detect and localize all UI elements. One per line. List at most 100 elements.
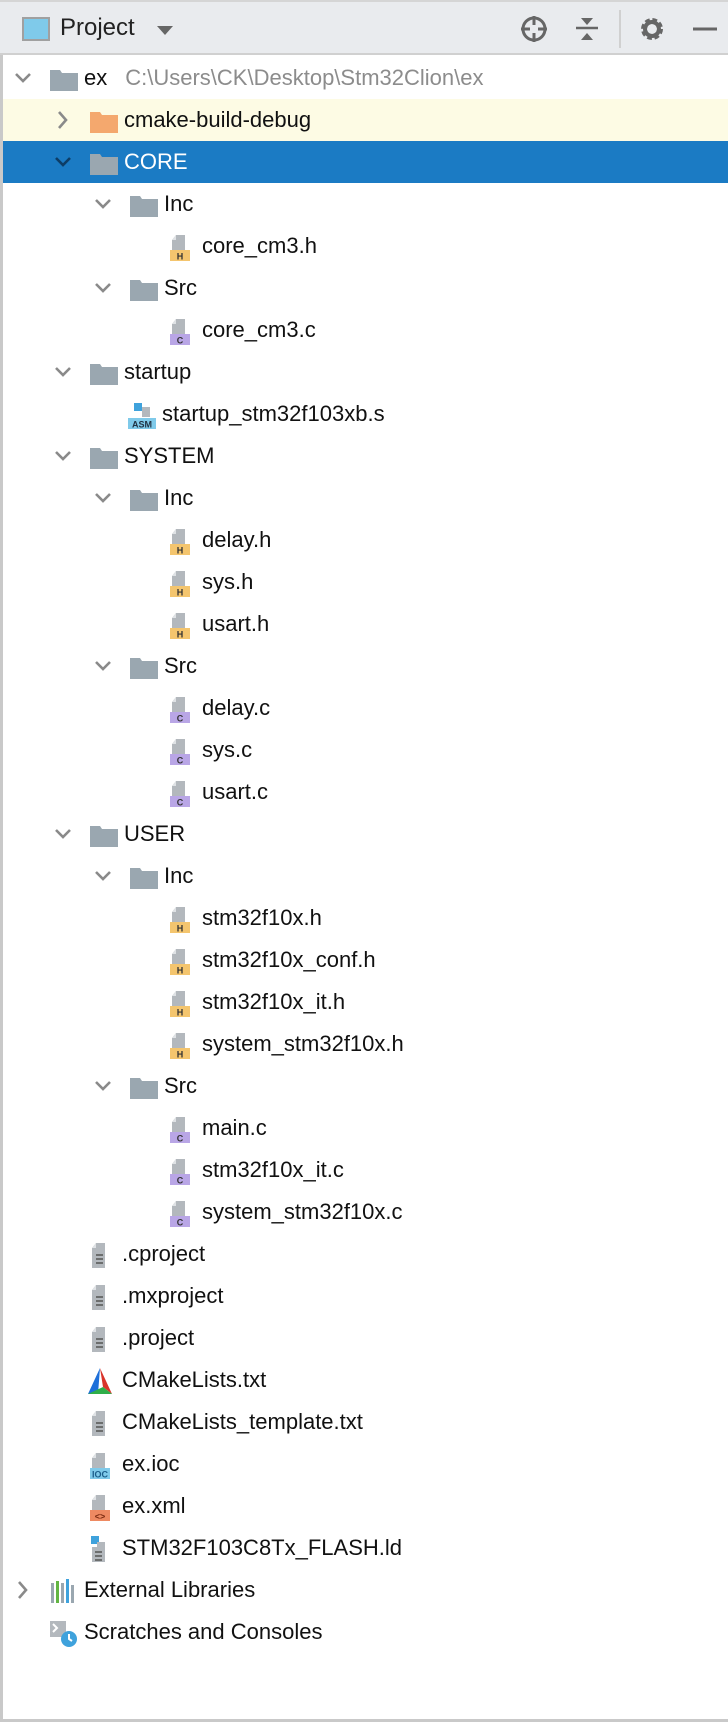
tree-item-label: Src: [164, 1073, 197, 1098]
gear-icon[interactable]: [637, 14, 667, 44]
tree-item[interactable]: startup: [3, 351, 728, 393]
header-file-icon: H: [170, 991, 190, 1018]
folder-icon: [130, 196, 158, 217]
c-file-icon: C: [170, 1201, 190, 1227]
folder-icon: [130, 490, 158, 511]
chevron-down-icon[interactable]: [93, 487, 113, 509]
toolbar-separator: [619, 10, 621, 48]
tree-item-label: core_cm3.h: [202, 233, 317, 258]
chevron-down-icon[interactable]: [13, 67, 33, 89]
tree-item-label: Inc: [164, 863, 194, 888]
tree-item[interactable]: SYSTEM: [3, 435, 728, 477]
tree-item[interactable]: STM32F103C8Tx_FLASH.ld: [3, 1527, 728, 1569]
header-file-icon: H: [170, 613, 190, 639]
chevron-down-icon[interactable]: [53, 361, 73, 383]
tree-item-label: .cproject: [122, 1241, 206, 1266]
c-file-icon: C: [170, 1117, 190, 1143]
tree-item-label: core_cm3.c: [202, 317, 316, 342]
svg-text:H: H: [177, 546, 184, 556]
c-file-icon: C: [170, 319, 190, 345]
tree-item-label: stm32f10x_it.c: [202, 1157, 344, 1182]
chevron-down-icon[interactable]: [93, 277, 113, 299]
tree-item[interactable]: CORE: [3, 141, 728, 183]
tree-item[interactable]: Inc: [3, 855, 728, 897]
tree-item[interactable]: .mxproject: [3, 1275, 728, 1317]
svg-text:H: H: [177, 1008, 184, 1018]
header-file-icon: H: [170, 529, 190, 556]
text-file-icon: [92, 1285, 105, 1310]
external-libraries-icon: [51, 1579, 74, 1603]
ld-file-icon: [91, 1536, 105, 1562]
tree-item-label: sys.h: [202, 569, 254, 594]
tree-item[interactable]: USER: [3, 813, 728, 855]
c-file-icon: C: [170, 739, 190, 766]
tree-item[interactable]: .cproject: [3, 1233, 728, 1275]
tree-item-label: stm32f10x_conf.h: [202, 947, 376, 972]
minimize-icon[interactable]: [690, 14, 720, 44]
svg-text:C: C: [177, 798, 184, 808]
tree-item-label: Scratches and Consoles: [84, 1619, 323, 1644]
chevron-down-icon[interactable]: [53, 823, 73, 845]
folder-icon: [90, 448, 118, 469]
tree-item[interactable]: Inc: [3, 477, 728, 519]
tree-item[interactable]: CMakeLists_template.txt: [3, 1401, 728, 1443]
dropdown-icon[interactable]: [157, 26, 173, 35]
panel-title[interactable]: Project: [60, 14, 135, 41]
tree-item[interactable]: Src: [3, 267, 728, 309]
project-view-icon: [22, 17, 50, 41]
project-path: C:\Users\CK\Desktop\Stm32Clion\ex: [125, 65, 484, 90]
tree-item[interactable]: CMakeLists.txt: [3, 1359, 728, 1401]
tree-item-label: .project: [122, 1325, 195, 1350]
tree-item-label: ex: [84, 65, 108, 90]
tree-item[interactable]: Src: [3, 645, 728, 687]
collapse-all-icon[interactable]: [572, 14, 602, 44]
tree-item[interactable]: Inc: [3, 183, 728, 225]
tree-item[interactable]: .project: [3, 1317, 728, 1359]
cmake-icon: [88, 1368, 112, 1394]
locate-icon[interactable]: [519, 14, 549, 44]
chevron-down-icon[interactable]: [93, 1075, 113, 1097]
tree-item[interactable]: Scratches and Consoles: [3, 1611, 728, 1653]
tree-item[interactable]: Src: [3, 1065, 728, 1107]
c-file-icon: C: [170, 697, 190, 723]
header-file-icon: H: [170, 1033, 190, 1059]
chevron-down-icon[interactable]: [93, 655, 113, 677]
tree-item[interactable]: <>ex.xml: [3, 1485, 728, 1527]
text-file-icon: [92, 1327, 105, 1352]
tree-item[interactable]: External Libraries: [3, 1569, 728, 1611]
chevron-down-icon[interactable]: [53, 151, 73, 173]
tree-item-label: CORE: [124, 149, 188, 174]
tree-item-label: ex.xml: [122, 1493, 186, 1518]
tree-item-label: STM32F103C8Tx_FLASH.ld: [122, 1535, 402, 1560]
chevron-right-icon[interactable]: [53, 109, 73, 131]
folder-icon: [130, 1078, 158, 1099]
tree-item-label: SYSTEM: [124, 443, 215, 468]
svg-text:C: C: [177, 756, 184, 766]
tree-item[interactable]: cmake-build-debug: [3, 99, 728, 141]
chevron-down-icon[interactable]: [93, 865, 113, 887]
chevron-down-icon[interactable]: [53, 445, 73, 467]
tree-item[interactable]: ex C:\Users\CK\Desktop\Stm32Clion\ex: [3, 57, 728, 99]
chevron-down-icon[interactable]: [93, 193, 113, 215]
svg-text:IOC: IOC: [92, 1470, 109, 1480]
text-file-icon: [92, 1243, 105, 1268]
chevron-right-icon[interactable]: [13, 1579, 33, 1601]
